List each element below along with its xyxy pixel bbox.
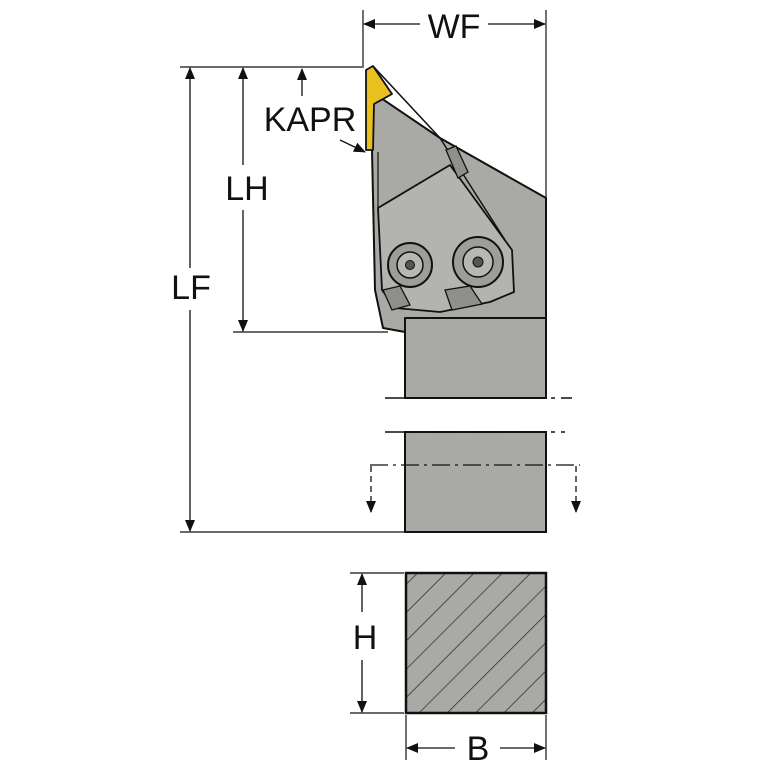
label-b: B — [467, 730, 490, 767]
insert-edge — [372, 65, 441, 139]
shank — [366, 317, 581, 533]
dimensions — [180, 10, 547, 760]
label-wf: WF — [428, 8, 481, 46]
label-kapr: KAPR — [264, 101, 357, 139]
label-lh: LH — [225, 170, 268, 208]
clamp-screw-right — [452, 236, 504, 288]
clamp-screw-left — [387, 242, 433, 288]
label-h: H — [353, 619, 378, 657]
cross-section — [404, 571, 548, 715]
label-lf: LF — [171, 269, 211, 307]
dimension-labels: WF KAPR LH LF H B — [171, 8, 490, 768]
tool-head — [365, 65, 547, 333]
section-outline — [404, 571, 548, 715]
shank-lower — [404, 431, 547, 533]
kapr-arrow-tip — [339, 139, 366, 153]
clamp-lug-right — [444, 285, 484, 311]
clamp-lug-left — [382, 285, 411, 311]
shank-upper — [404, 317, 547, 399]
locating-pin — [445, 145, 469, 179]
